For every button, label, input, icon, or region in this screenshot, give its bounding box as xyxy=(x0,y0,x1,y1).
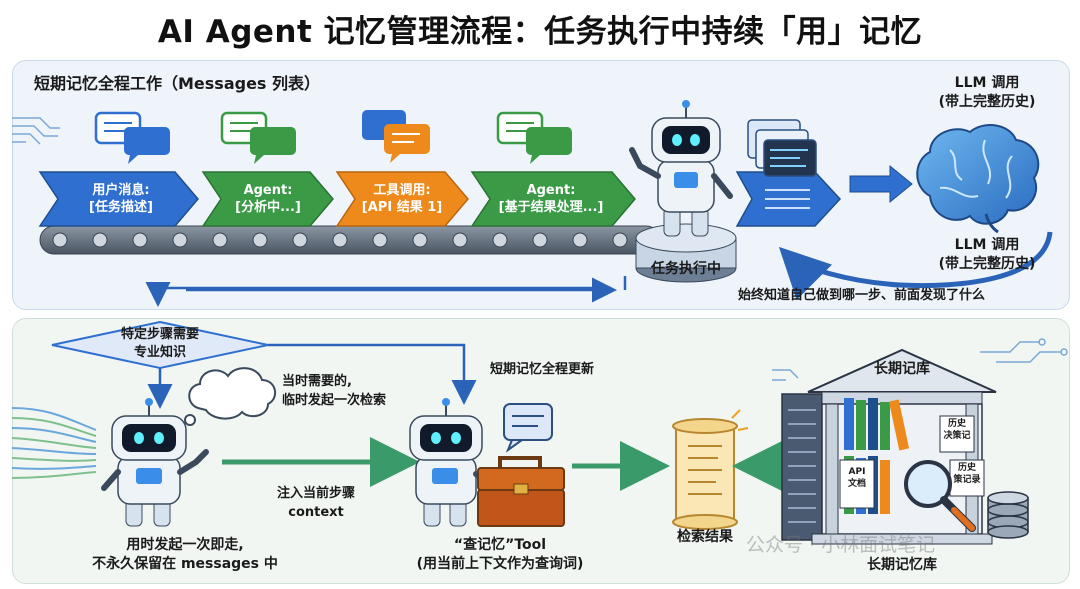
decision-label: 特定步骤需要 专业知识 xyxy=(86,326,234,362)
robot-task-label: 任务执行中 xyxy=(651,261,721,277)
feedback-arrow-left xyxy=(145,282,610,307)
document-stack-icon xyxy=(747,119,817,177)
inject-caption: 注入当前步骤 context xyxy=(226,484,406,522)
step-4-line1: Agent: xyxy=(526,183,576,198)
task-robot-icon xyxy=(629,100,737,283)
loop-caption: 始终知道自己做到哪一步、前面发现了什么 xyxy=(738,288,986,303)
circuit-lines-right xyxy=(772,338,1068,381)
data-stream-lines xyxy=(11,407,97,479)
step-chevron-1 xyxy=(38,171,199,227)
llm-bottom-line2: (带上完整历史) xyxy=(938,256,1036,272)
book-label-2: API 文档 xyxy=(847,467,866,489)
step-4-label: Agent: [基于结果处理...] xyxy=(484,182,618,216)
chat-bubble-icon-2 xyxy=(220,111,296,164)
arrow-to-llm xyxy=(849,164,913,204)
circuit-lines-left xyxy=(12,117,60,145)
scroll-icon xyxy=(672,409,749,530)
return-loop-arrow xyxy=(778,231,1053,300)
belt-rollers xyxy=(52,232,628,248)
retrieval-robot-icon xyxy=(101,398,209,527)
llm-label-top: LLM 调用 (带上完整历史) xyxy=(912,74,1062,112)
tool-line1: “查记忆”Tool xyxy=(453,537,547,553)
step-chevron-2 xyxy=(201,171,334,227)
book-label-1: 历史 决策记 xyxy=(943,419,971,441)
brain-icon xyxy=(916,124,1040,234)
search-result-label: 检索结果 xyxy=(677,529,733,545)
library-building-icon xyxy=(781,348,997,545)
toolbox-icon xyxy=(477,456,565,527)
llm-bottom-line1: LLM 调用 xyxy=(954,237,1020,253)
llm-label-bottom: LLM 调用 (带上完整历史) xyxy=(912,236,1062,274)
step-3-line2: [API 结果 1] xyxy=(361,200,443,215)
page-title: AI Agent 记忆管理流程：任务执行中持续「用」记忆 xyxy=(157,14,923,50)
library-caption: 长期记忆库 xyxy=(867,557,937,573)
speech-bubble-icon xyxy=(503,403,553,453)
database-icon xyxy=(987,491,1029,539)
thought-cloud-icon xyxy=(175,367,277,435)
step-3-line1: 工具调用: xyxy=(373,183,431,198)
chat-bubble-icon-1 xyxy=(94,111,170,164)
thought-line2: 临时发起一次检索 xyxy=(282,393,387,408)
step-chevron-3 xyxy=(335,171,469,227)
retrieval-robot-caption: 用时发起一次即走, 不永久保留在 messages 中 xyxy=(40,536,330,574)
step-chevron-4 xyxy=(470,171,636,227)
llm-top-line1: LLM 调用 xyxy=(954,75,1020,91)
book-label-3: 历史 策记录 xyxy=(953,463,981,485)
watermark: 公众号 · 小林面试笔记 xyxy=(746,534,936,556)
step-2-label: Agent: [分析中...] xyxy=(218,182,318,216)
short-term-heading: 短期记忆全程工作（Messages 列表） xyxy=(34,74,321,93)
step-1-line1: 用户消息: xyxy=(92,183,150,198)
short-update-label: 短期记忆全程更新 xyxy=(490,362,595,377)
chat-bubble-icon-3 xyxy=(362,110,430,163)
step-2-line1: Agent: xyxy=(243,183,293,198)
inject-line1: 注入当前步骤 xyxy=(276,486,355,501)
library-title: 长期记库 xyxy=(874,361,930,377)
decision-line1: 特定步骤需要 xyxy=(120,327,199,342)
step-2-line2: [分析中...] xyxy=(235,200,301,215)
thought-line1: 当时需要的, xyxy=(282,374,352,389)
chevron-5-lines xyxy=(765,189,810,209)
thought-caption: 当时需要的, 临时发起一次检索 xyxy=(282,372,386,410)
inject-line2: context xyxy=(288,505,344,520)
tool-robot-icon xyxy=(409,398,497,527)
step-1-label: 用户消息: [任务描述] xyxy=(62,182,180,216)
step-1-line2: [任务描述] xyxy=(89,200,153,215)
step-4-line2: [基于结果处理...] xyxy=(498,200,604,215)
decision-arrow-right xyxy=(268,343,477,405)
step-3-label: 工具调用: [API 结果 1] xyxy=(350,182,454,216)
tool-caption: “查记忆”Tool (用当前上下文作为查询词) xyxy=(380,536,620,574)
retrieval-robot-line1: 用时发起一次即走, xyxy=(126,537,244,553)
retrieval-robot-line2: 不永久保留在 messages 中 xyxy=(92,556,278,572)
llm-top-line2: (带上完整历史) xyxy=(938,94,1036,110)
decision-line2: 专业知识 xyxy=(133,345,186,360)
chat-bubble-icon-4 xyxy=(496,111,572,164)
tool-line2: (用当前上下文作为查询词) xyxy=(416,556,584,572)
